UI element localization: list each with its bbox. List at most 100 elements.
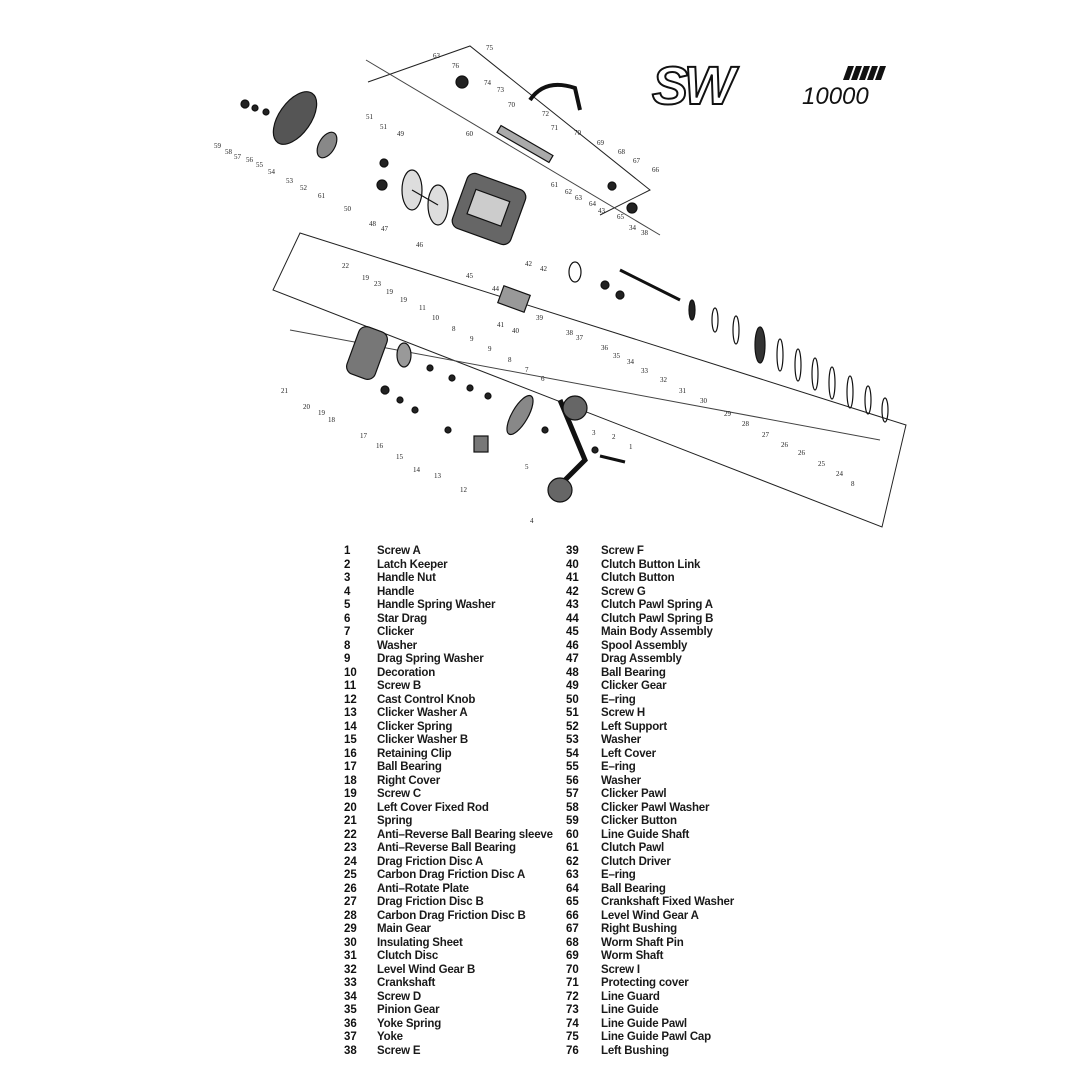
logo-stripes (843, 66, 886, 80)
part-number: 14 (344, 720, 357, 733)
callout-label: 41 (497, 321, 505, 329)
callout-label: 44 (492, 285, 500, 293)
part-name: Ball Bearing (601, 882, 666, 895)
part-number: 50 (566, 693, 579, 706)
callout-label: 76 (452, 62, 460, 70)
part-name: Clutch Disc (377, 950, 439, 962)
part-name: Clicker Pawl Washer (601, 801, 710, 814)
part-number: 6 (344, 612, 351, 625)
callout-label: 19 (318, 409, 326, 417)
part-name: Screw B (377, 680, 421, 692)
assembly-frames (272, 45, 907, 528)
part-number: 75 (566, 1031, 579, 1043)
part-number: 73 (566, 1004, 579, 1016)
part-name: Clutch Pawl Spring B (601, 612, 714, 625)
callout-label: 33 (641, 367, 649, 375)
part-name: Screw F (601, 545, 644, 557)
part-number: 41 (566, 572, 579, 584)
part-name: Ball Bearing (601, 666, 666, 679)
callout-label: 63 (575, 194, 583, 202)
callout-label: 21 (281, 387, 289, 395)
part-name: Line Guide (601, 1004, 659, 1016)
part-number: 71 (566, 977, 579, 989)
callout-label: 38 (641, 229, 649, 237)
part-name: Screw H (601, 707, 645, 719)
part-number: 63 (566, 869, 579, 881)
callout-label: 19 (386, 288, 394, 296)
callout-label: 68 (618, 148, 626, 156)
part-name: Level Wind Gear A (601, 909, 699, 922)
part-name: Clutch Driver (601, 855, 671, 868)
part-name: Handle Nut (377, 572, 436, 584)
callout-label: 32 (660, 376, 668, 384)
part-name: Ball Bearing (377, 761, 442, 773)
worm-shaft-part (496, 124, 554, 164)
part-number: 26 (344, 882, 357, 895)
part-number: 1 (344, 545, 351, 557)
part-number: 3 (344, 572, 351, 584)
part-name: Star Drag (377, 612, 427, 625)
part-name: Line Guide Pawl (601, 1017, 687, 1030)
callout-label: 40 (512, 327, 520, 335)
callout-label: 60 (466, 130, 474, 138)
part-name: Left Cover Fixed Rod (377, 801, 489, 814)
part-number: 68 (566, 936, 579, 949)
part-name: Handle Spring Washer (377, 599, 496, 611)
part-name: Spring (377, 815, 413, 827)
part-name: Washer (601, 774, 641, 787)
part-number: 62 (566, 855, 579, 868)
part-number: 10 (344, 666, 357, 679)
part-number: 49 (566, 680, 579, 692)
part-name: Worm Shaft (601, 950, 664, 962)
part-name: Clicker Button (601, 815, 677, 827)
part-number: 5 (344, 599, 351, 611)
part-name: Right Bushing (601, 923, 677, 935)
callout-label: 13 (434, 472, 442, 480)
callout-label: 54 (268, 168, 276, 176)
part-number: 19 (344, 788, 357, 800)
part-number: 48 (566, 666, 579, 679)
part-number: 61 (566, 842, 579, 854)
part-name: Clutch Button Link (601, 558, 701, 571)
lower-assembly-frame (272, 232, 907, 528)
part-name: Clicker Gear (601, 680, 667, 692)
part-number: 51 (566, 707, 579, 719)
part-name: Clutch Button (601, 572, 675, 584)
part-number: 36 (344, 1017, 357, 1030)
part-number: 76 (566, 1044, 579, 1057)
callout-label: 12 (460, 486, 468, 494)
part-number: 31 (344, 950, 357, 962)
callout-label: 64 (589, 200, 597, 208)
part-number: 38 (344, 1044, 357, 1057)
part-number: 45 (566, 626, 579, 638)
callout-label: 69 (597, 139, 605, 147)
callout-label: 26 (798, 449, 806, 457)
part-name: Washer (377, 639, 417, 652)
part-number: 7 (344, 626, 351, 638)
callout-label: 75 (486, 44, 494, 52)
callout-label: 57 (234, 153, 242, 161)
part-number: 16 (344, 747, 357, 760)
callout-label: 43 (598, 207, 606, 215)
part-number: 74 (566, 1017, 579, 1030)
part-number: 72 (566, 990, 579, 1003)
clutch-button-part (496, 284, 532, 314)
main-gear-part (754, 326, 766, 364)
part-name: Screw D (377, 990, 421, 1003)
callout-label: 47 (381, 225, 389, 233)
callout-label: 63 (433, 52, 441, 60)
callout-label: 14 (413, 466, 421, 474)
part-name: Clicker Washer B (377, 734, 468, 746)
callout-label: 18 (328, 416, 336, 424)
part-number: 35 (344, 1004, 357, 1016)
part-number: 54 (566, 747, 579, 760)
callout-label: 46 (416, 241, 424, 249)
decoration-part (396, 342, 412, 368)
upper-assembly-frame (367, 45, 651, 216)
part-name: Yoke Spring (377, 1017, 442, 1030)
callout-label: 29 (724, 410, 732, 418)
part-number: 12 (344, 693, 357, 706)
part-name: Left Support (601, 720, 667, 733)
